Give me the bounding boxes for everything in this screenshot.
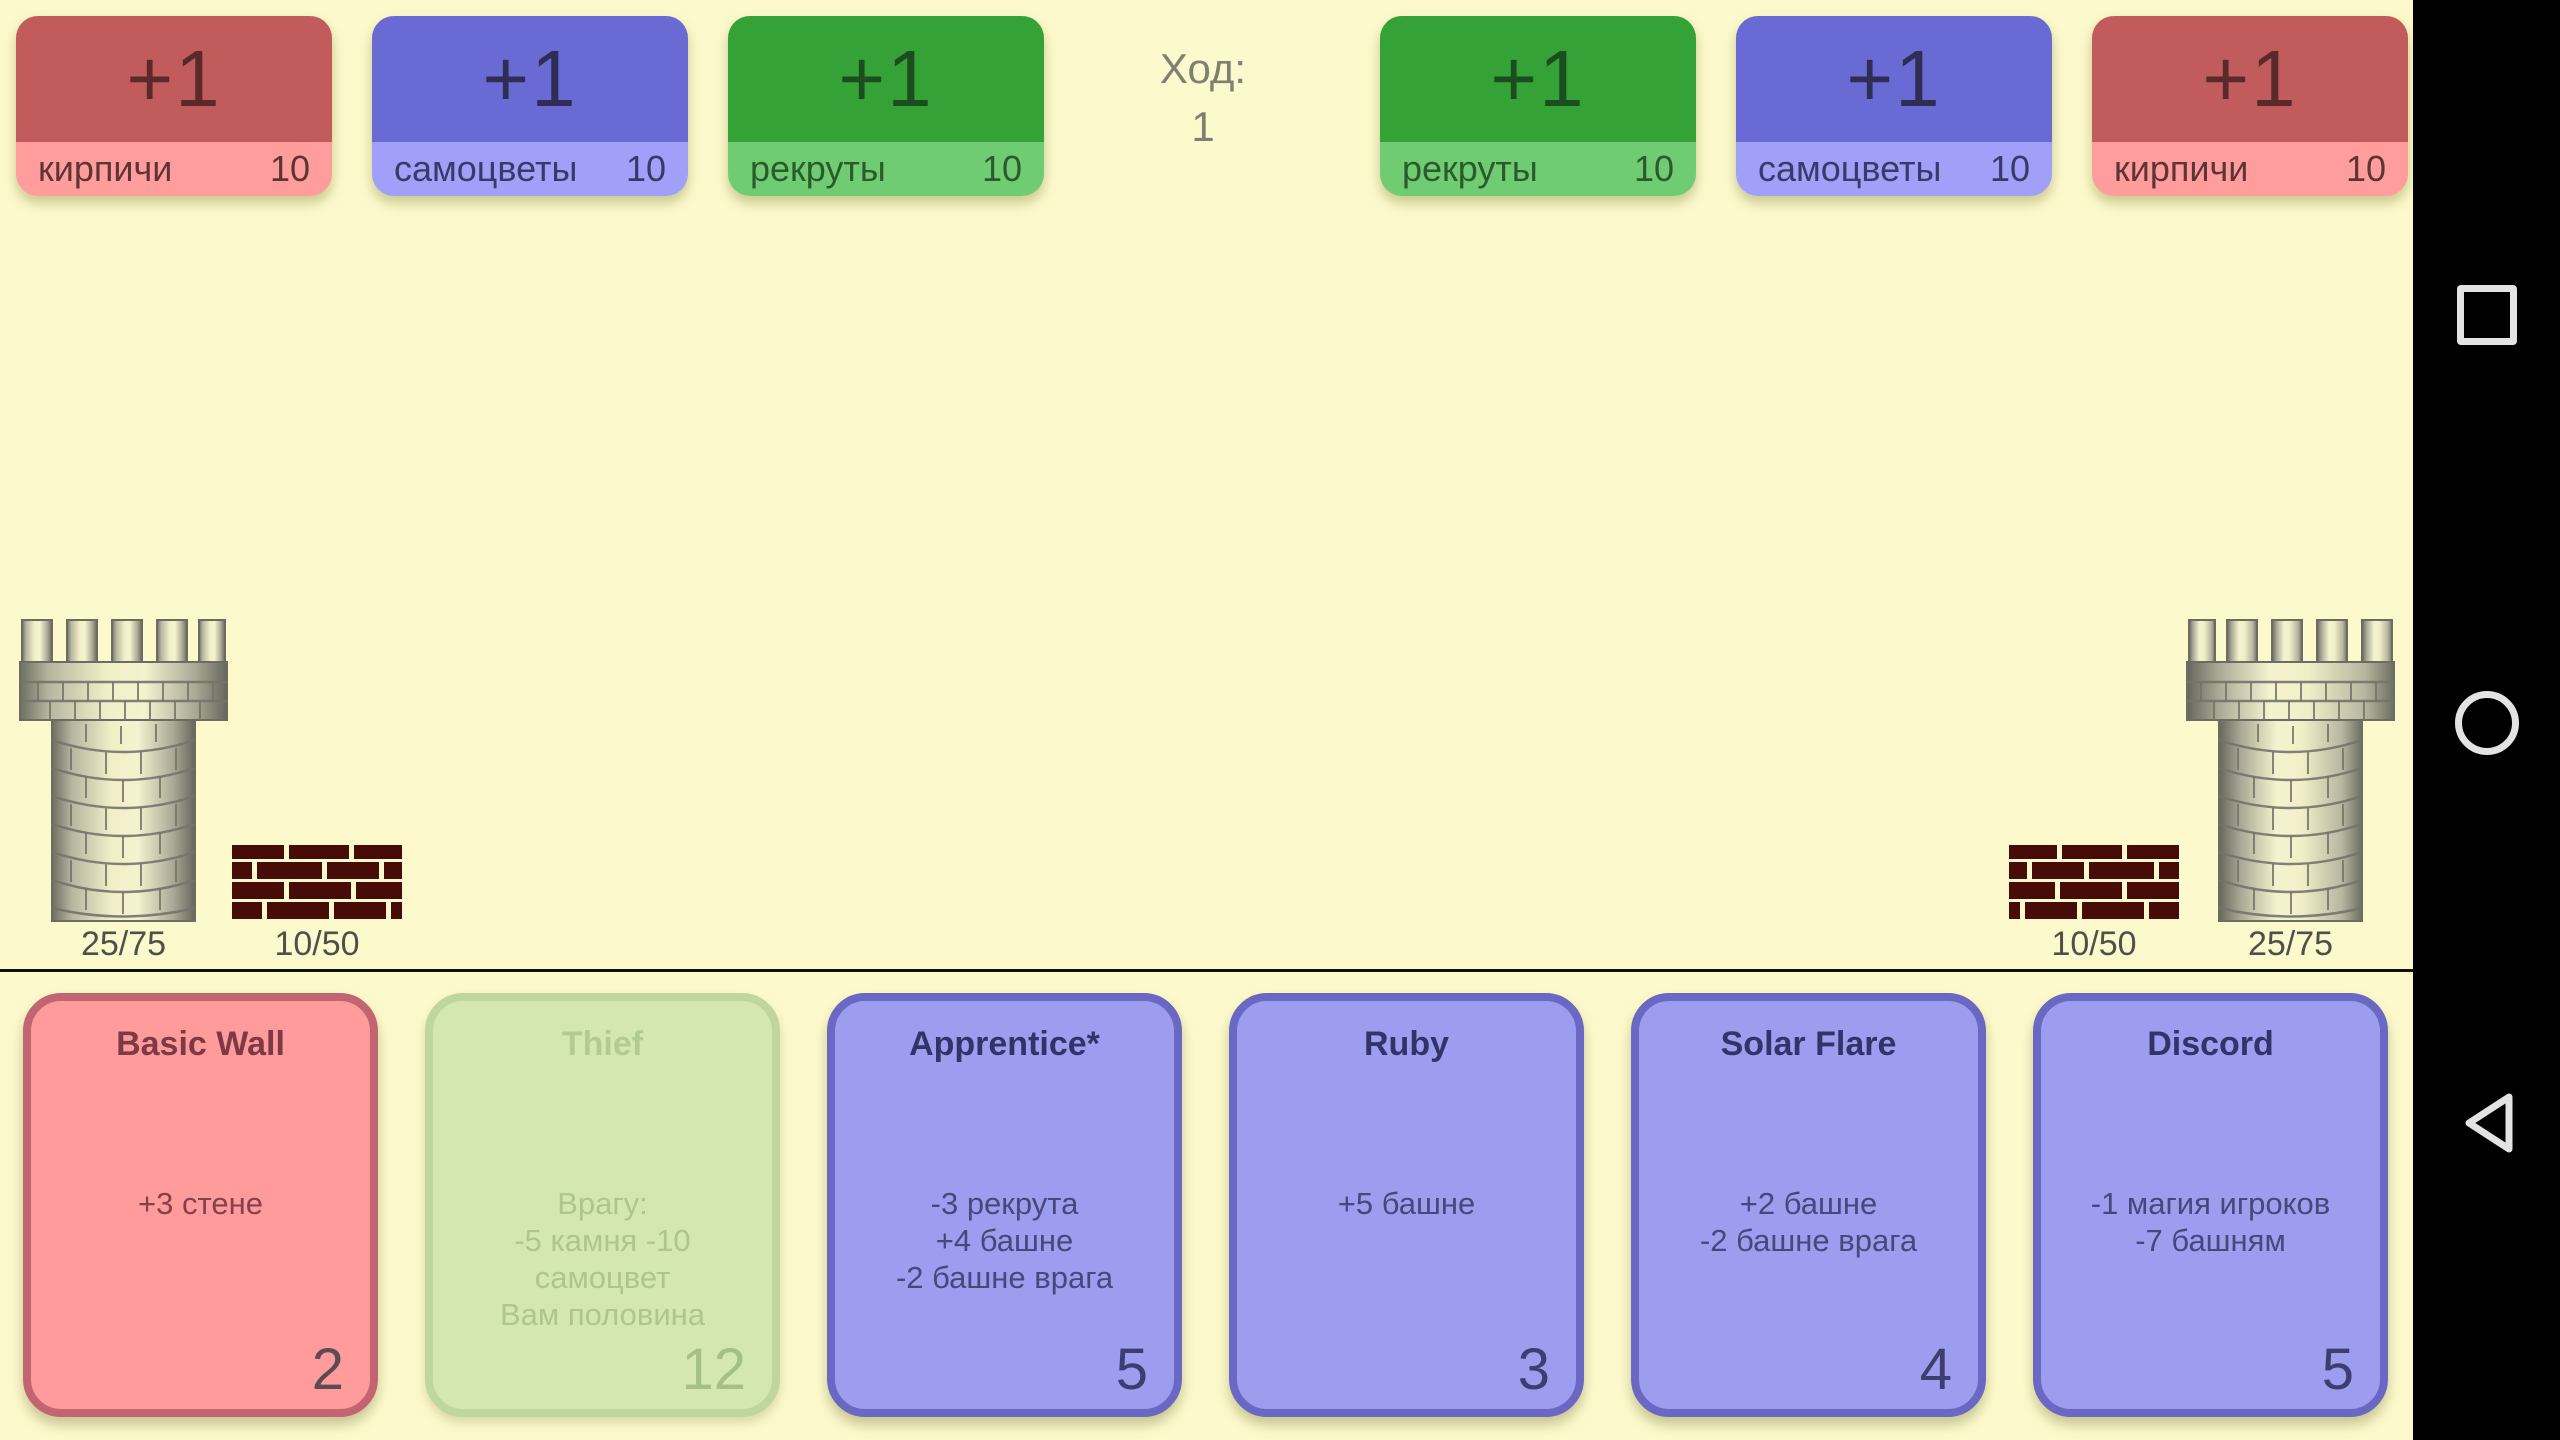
card-cost: 4: [1919, 1337, 1952, 1402]
resource-label-area: самоцветы 10: [372, 142, 688, 196]
card-title: Ruby: [1364, 1025, 1449, 1063]
card-cost: 3: [1517, 1337, 1550, 1402]
recents-button[interactable]: [2413, 255, 2560, 375]
card-cost: 5: [2321, 1337, 2354, 1402]
card-title: Discord: [2147, 1025, 2274, 1063]
resource-count: 10: [1989, 148, 2030, 189]
resource-counter-left-bricks: +1 кирпичи 10: [16, 16, 332, 196]
resource-label-area: рекруты 10: [728, 142, 1044, 196]
card-description: +2 башне-2 башне врага: [1699, 1186, 1918, 1258]
resource-income: +1: [838, 34, 934, 123]
field-divider: [0, 969, 2413, 972]
resource-name: кирпичи: [2114, 148, 2249, 189]
card-solar-flare[interactable]: Solar Flare +2 башне-2 башне врага 4: [1631, 993, 1986, 1417]
resource-income-area: +1: [1736, 16, 2052, 142]
tower-hp-left: 25/75: [80, 925, 167, 963]
resource-name: самоцветы: [1758, 148, 1942, 189]
card-discord[interactable]: Discord -1 магия игроков-7 башням 5: [2033, 993, 2388, 1417]
back-button[interactable]: [2413, 1063, 2560, 1183]
player-wall-left: [232, 845, 402, 919]
resource-counter-left-recruits: +1 рекруты 10: [728, 16, 1044, 196]
resource-count: 10: [1633, 148, 1674, 189]
home-icon: [2454, 691, 2519, 755]
card-title: Basic Wall: [116, 1025, 285, 1063]
resource-income-area: +1: [728, 16, 1044, 142]
turn-label: Ход:: [1159, 45, 1247, 92]
resource-income: +1: [482, 34, 578, 123]
card-cost: 2: [311, 1337, 344, 1402]
turn-value: 1: [1191, 103, 1215, 150]
card-description: +3 стене: [138, 1186, 263, 1221]
resource-income: +1: [2202, 34, 2298, 123]
resource-income: +1: [1846, 34, 1942, 123]
resource-income-area: +1: [2092, 16, 2408, 142]
resource-row-left: +1 кирпичи 10 +1 самоцветы 10 +1 рекруты…: [16, 16, 1044, 196]
resource-counter-right-bricks: +1 кирпичи 10: [2092, 16, 2408, 196]
tower-hp-right: 25/75: [2247, 925, 2334, 963]
player-wall-right: [2009, 845, 2179, 919]
resource-label-area: кирпичи 10: [2092, 142, 2408, 196]
resource-row-right: +1 рекруты 10 +1 самоцветы 10 +1 кирпичи…: [1380, 16, 2408, 196]
home-button[interactable]: [2413, 663, 2560, 783]
wall-hp-left: 10/50: [274, 925, 360, 963]
back-icon: [2465, 1093, 2512, 1153]
resource-name: кирпичи: [38, 148, 173, 189]
resource-income-area: +1: [1380, 16, 1696, 142]
resource-count: 10: [981, 148, 1022, 189]
resource-name: самоцветы: [394, 148, 578, 189]
resource-label-area: рекруты 10: [1380, 142, 1696, 196]
resource-count: 10: [625, 148, 666, 189]
card-title: Solar Flare: [1720, 1025, 1897, 1063]
android-navbar: [2413, 0, 2560, 1440]
resource-count: 10: [269, 148, 310, 189]
resource-counter-left-gems: +1 самоцветы 10: [372, 16, 688, 196]
card-apprentice[interactable]: Apprentice* -3 рекрута+4 башне-2 башне в…: [827, 993, 1182, 1417]
card-hand: Basic Wall +3 стене 2 Thief Врагу:-5 кам…: [23, 993, 2388, 1417]
player-tower-left: [18, 618, 229, 923]
recents-icon: [2456, 285, 2517, 345]
resource-label-area: кирпичи 10: [16, 142, 332, 196]
resource-name: рекруты: [750, 148, 886, 189]
resource-name: рекруты: [1402, 148, 1538, 189]
card-description: -1 магия игроков-7 башням: [2090, 1186, 2331, 1258]
resource-count: 10: [2345, 148, 2386, 189]
card-title: Thief: [561, 1025, 644, 1063]
resource-income-area: +1: [372, 16, 688, 142]
resource-label-area: самоцветы 10: [1736, 142, 2052, 196]
card-title: Apprentice*: [909, 1025, 1100, 1063]
card-description: +5 башне: [1337, 1186, 1476, 1221]
card-description: -3 рекрута+4 башне-2 башне врага: [895, 1186, 1114, 1295]
resource-income: +1: [1490, 34, 1586, 123]
wall-hp-right: 10/50: [2051, 925, 2137, 963]
card-cost: 12: [681, 1337, 746, 1402]
player-tower-right: [2185, 618, 2396, 923]
resource-counter-right-recruits: +1 рекруты 10: [1380, 16, 1696, 196]
resource-income-area: +1: [16, 16, 332, 142]
resource-income: +1: [126, 34, 222, 123]
card-cost: 5: [1115, 1337, 1148, 1402]
resource-counter-right-gems: +1 самоцветы 10: [1736, 16, 2052, 196]
card-ruby[interactable]: Ruby +5 башне 3: [1229, 993, 1584, 1417]
card-basic-wall[interactable]: Basic Wall +3 стене 2: [23, 993, 378, 1417]
turn-indicator: Ход: 1: [1023, 40, 1383, 156]
